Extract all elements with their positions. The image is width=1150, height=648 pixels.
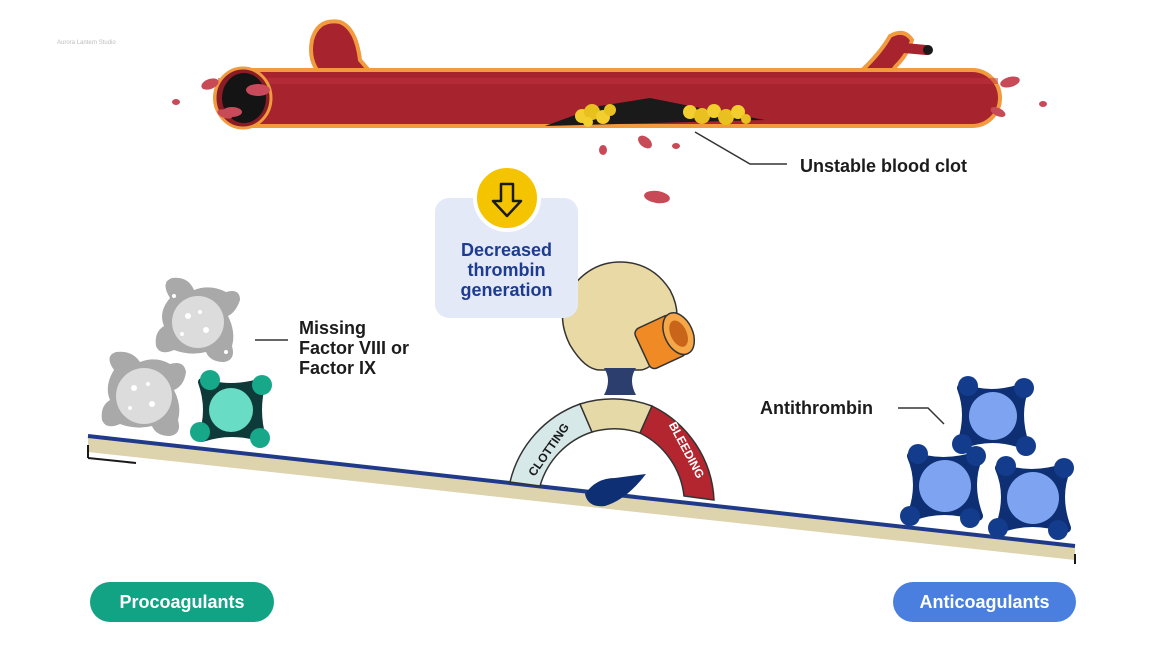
procoagulant-factor-teal [190,370,272,448]
clot-cluster-right [683,104,751,125]
blood-vessel [213,19,1002,130]
missing-factor-line-2: Factor VIII or [299,338,410,358]
antithrombin-molecule-top [952,376,1036,456]
callout-line-2: thrombin [467,260,546,280]
missing-factor-label: Missing Factor VIII or Factor IX [299,318,409,378]
red-blood-cells [172,76,1047,204]
callout-line-3: generation [460,280,553,300]
missing-factor-line-3: Factor IX [299,358,377,378]
antithrombin-label: Antithrombin [760,398,873,418]
seesaw-beam [87,434,1076,564]
antithrombin-molecule-left [900,444,986,528]
callout-line-1: Decreased [460,240,553,260]
watermark-text: Aurora Lantern Studio [57,40,116,46]
antithrombin-molecule-right [988,456,1074,540]
clot-cluster-left [575,104,616,127]
missing-factor-bottom [101,351,186,436]
missing-factor-top [155,277,240,362]
unstable-clot-label: Unstable blood clot [800,156,968,176]
clot-leader-line [694,131,787,165]
antithrombin-leader-line [898,407,945,425]
missing-factor-line-1: Missing [299,318,367,338]
thrombin-callout-text: Decreased thrombin generation [435,240,578,300]
anticoagulants-pill: Anticoagulants [893,582,1076,622]
procoagulants-pill: Procoagulants [90,582,274,622]
